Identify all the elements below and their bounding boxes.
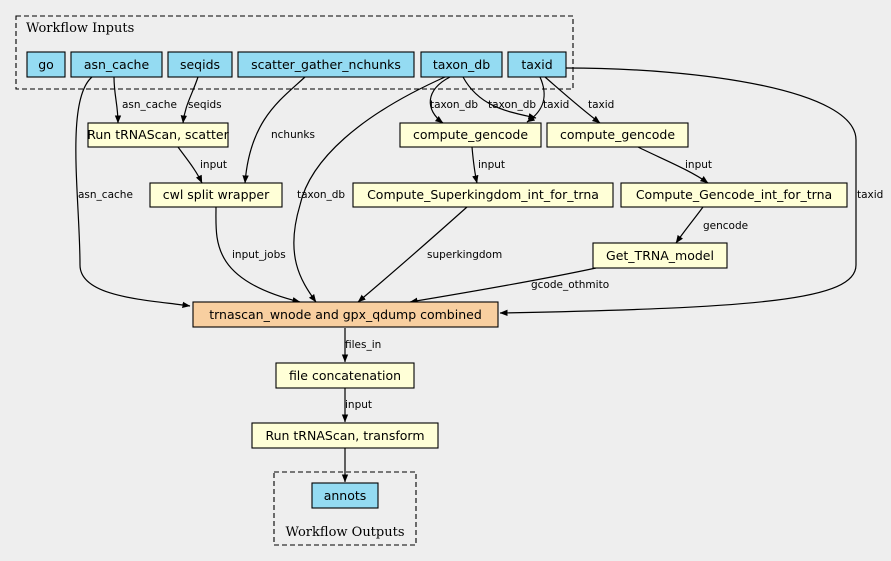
edge-asn-cache-to-combined <box>75 76 191 309</box>
edge-label: seqids <box>188 99 222 111</box>
edge-label: input <box>685 159 712 171</box>
workflow-inputs-title: Workflow Inputs <box>26 21 134 36</box>
node-label: Compute_Gencode_int_for_trna <box>636 187 832 202</box>
node-label: trnascan_wnode and gpx_qdump combined <box>209 307 482 322</box>
node-run-trnascan-transform[interactable]: Run tRNAScan, transform <box>251 422 439 449</box>
edge-taxon-db-to-gencode1 <box>429 76 451 124</box>
node-label: Run tRNAScan, scatter <box>87 127 229 142</box>
node-compute-gencode-int[interactable]: Compute_Gencode_int_for_trna <box>620 182 848 208</box>
node-label: Run tRNAScan, transform <box>265 428 424 443</box>
edge-gencode-int-to-trna-model <box>675 206 704 244</box>
node-label: scatter_gather_nchunks <box>251 57 401 72</box>
node-label: taxid <box>521 57 552 72</box>
node-seqids[interactable]: seqids <box>167 51 233 78</box>
node-label: annots <box>324 488 367 503</box>
edge-taxid-to-combined <box>499 67 857 317</box>
edge-label: taxid <box>543 99 569 111</box>
edge-taxon-db-to-combined <box>293 76 446 303</box>
edge-label: gcode_othmito <box>531 279 609 291</box>
node-trnascan-combined[interactable]: trnascan_wnode and gpx_qdump combined <box>192 301 499 328</box>
node-get-trna-model[interactable]: Get_TRNA_model <box>592 242 728 269</box>
edge-label: input <box>478 159 505 171</box>
node-scatter-gather-nchunks[interactable]: scatter_gather_nchunks <box>237 51 415 78</box>
edge-label: files_in <box>345 339 381 351</box>
edge-taxid-to-gencode2 <box>544 76 601 124</box>
node-label: file concatenation <box>289 368 401 383</box>
edge-label: input <box>200 159 227 171</box>
node-compute-superkingdom[interactable]: Compute_Superkingdom_int_for_trna <box>352 182 614 208</box>
node-label: asn_cache <box>84 57 150 72</box>
node-run-trnascan-scatter[interactable]: Run tRNAScan, scatter <box>87 122 230 148</box>
node-label: cwl split wrapper <box>163 187 270 202</box>
node-taxon-db[interactable]: taxon_db <box>420 51 503 78</box>
edge-label: superkingdom <box>427 249 502 261</box>
node-asn-cache[interactable]: asn_cache <box>70 51 163 78</box>
edge-labels: asn_cache seqids nchunks input asn_cache… <box>78 99 883 411</box>
edges <box>75 67 857 483</box>
edge-label: taxid <box>857 189 883 201</box>
node-compute-gencode-2[interactable]: compute_gencode <box>546 122 689 148</box>
edge-label: asn_cache <box>122 99 177 111</box>
edge-asn-cache-to-scatter <box>113 76 122 124</box>
node-label: compute_gencode <box>560 127 675 142</box>
edge-label: taxon_db <box>297 189 345 201</box>
edge-label: asn_cache <box>78 189 133 201</box>
edge-superkingdom-to-combined <box>357 206 468 303</box>
edge-scatter-to-split <box>177 146 203 184</box>
edge-nchunks-to-split <box>242 76 306 184</box>
edge-label: taxid <box>588 99 614 111</box>
edge-seqids-to-scatter <box>180 76 199 124</box>
node-taxid[interactable]: taxid <box>507 51 567 78</box>
edge-label: input <box>345 399 372 411</box>
workflow-outputs-title: Workflow Outputs <box>286 525 405 540</box>
edge-taxon-db-to-gencode2 <box>462 76 537 120</box>
node-label: Compute_Superkingdom_int_for_trna <box>367 187 599 202</box>
node-label: taxon_db <box>433 57 490 72</box>
workflow-inputs-cluster: Workflow Inputs <box>15 15 574 90</box>
node-label: seqids <box>180 57 220 72</box>
edge-label: taxon_db <box>430 99 478 111</box>
node-file-concatenation[interactable]: file concatenation <box>275 362 415 389</box>
edge-label: input_jobs <box>232 249 286 261</box>
edge-label: nchunks <box>271 129 315 141</box>
node-label: Get_TRNA_model <box>606 248 714 263</box>
node-cwl-split-wrapper[interactable]: cwl split wrapper <box>149 182 283 208</box>
edge-gencode2-to-gencode-int <box>637 146 709 184</box>
edge-taxid-to-gencode1 <box>526 76 545 123</box>
node-label: compute_gencode <box>413 127 528 142</box>
edge-label: taxon_db <box>488 99 536 111</box>
node-annots[interactable]: annots <box>311 482 379 509</box>
edge-trna-model-to-combined <box>409 267 597 304</box>
edge-label: gencode <box>703 220 748 232</box>
edge-split-to-combined <box>215 206 301 304</box>
node-go[interactable]: go <box>26 51 66 78</box>
workflow-outputs-cluster: Workflow Outputs <box>273 471 417 546</box>
node-label: go <box>38 57 54 72</box>
edge-gencode1-to-superkingdom <box>471 146 479 184</box>
node-compute-gencode-1[interactable]: compute_gencode <box>399 122 542 148</box>
